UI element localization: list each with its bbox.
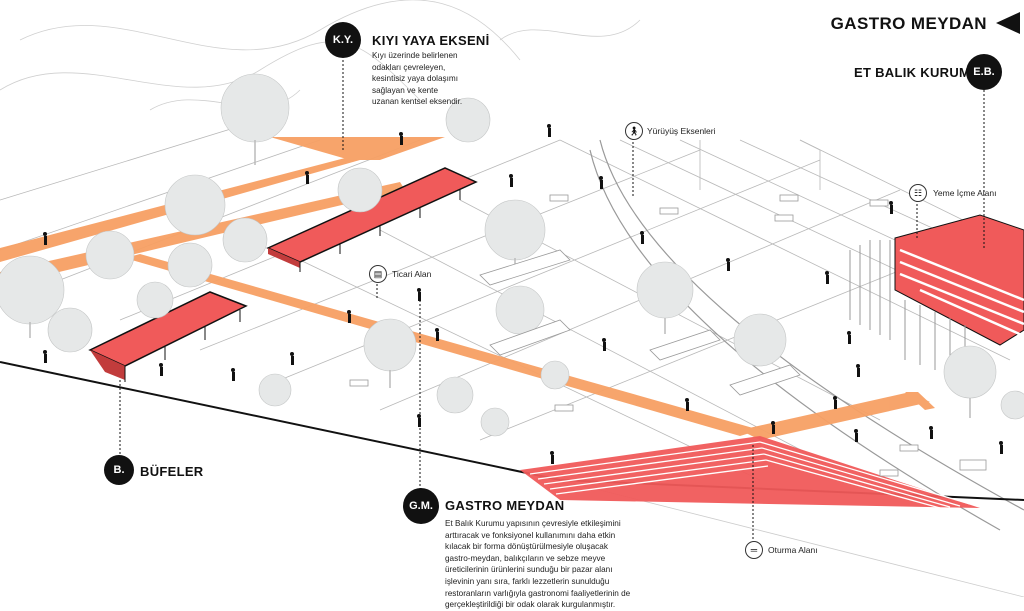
callout-title-ky: KIYI YAYA EKSENİ bbox=[372, 33, 490, 48]
callout-badge-b: B. bbox=[104, 455, 134, 485]
bench-icon: ═ bbox=[745, 541, 763, 559]
dining-icon: ☷ bbox=[909, 184, 927, 202]
label-seating-area: Oturma Alanı bbox=[768, 545, 818, 555]
trees bbox=[0, 73, 1024, 437]
gastro-plaza-steps bbox=[520, 436, 980, 509]
ky-text-line: sağlayan ve kente bbox=[372, 85, 438, 95]
site-axonometric-drawing bbox=[0, 0, 1024, 597]
label-dining-area: Yeme İçme Alanı bbox=[933, 188, 997, 198]
ky-text-line: odakları çevreleyen, bbox=[372, 62, 446, 72]
label-commercial-area: Ticari Alan bbox=[392, 269, 432, 279]
callout-title-gm: GASTRO MEYDAN bbox=[445, 498, 565, 513]
gm-text-line: kılacak bir forma dönüştürülmesiyle oluş… bbox=[445, 542, 608, 552]
callout-badge-ky: K.Y. bbox=[325, 22, 361, 58]
page-title: GASTRO MEYDAN bbox=[830, 14, 987, 33]
callout-text-ky: Kıyı üzerinde belirlenen odakları çevrel… bbox=[372, 50, 492, 108]
back-arrow-icon[interactable] bbox=[996, 12, 1020, 34]
pedestrian-icon: 🚶︎ bbox=[625, 122, 643, 140]
kiosk-building-lower bbox=[88, 291, 248, 382]
callout-badge-eb: E.B. bbox=[966, 54, 1002, 90]
gm-text-line: gastro-meydan, balıkçıların ve sebze mey… bbox=[445, 553, 606, 563]
gm-text-line: gerçekleştirildiği bir odak olarak kurgu… bbox=[445, 600, 616, 610]
et-balik-kurumu-building bbox=[849, 214, 1024, 380]
ky-text-line: Kıyı üzerinde belirlenen bbox=[372, 51, 458, 60]
ky-text-line: kesintisiz yaya dolaşımı bbox=[372, 74, 459, 84]
sketch-curves bbox=[0, 0, 641, 111]
callout-badge-gm: G.M. bbox=[403, 488, 439, 524]
kiosk-building-upper bbox=[266, 167, 478, 272]
callout-title-b: BÜFELER bbox=[140, 464, 204, 479]
gm-text-line: arttıracak ve fonksiyonel kullanımını da… bbox=[445, 530, 616, 540]
ky-text-line: uzanan kentsel eksendir. bbox=[372, 97, 463, 107]
gm-text-line: üreticilerinin ürünlerini sunduğu bir pa… bbox=[445, 565, 613, 575]
gm-text-line: Et Balık Kurumu yapısının çevresiyle etk… bbox=[445, 519, 621, 528]
gm-text-line: işlevinin yanı sıra, farklı lezzetlerin … bbox=[445, 576, 610, 586]
gm-text-line: restoranların varlığıyla gastronomi faal… bbox=[445, 588, 631, 598]
label-walking-axes: Yürüyüş Eksenleri bbox=[647, 126, 716, 136]
callout-title-eb: ET BALIK KURUMU bbox=[854, 65, 980, 80]
benches bbox=[349, 194, 987, 477]
leader-lines bbox=[119, 60, 985, 540]
shop-icon: ▤ bbox=[369, 265, 387, 283]
